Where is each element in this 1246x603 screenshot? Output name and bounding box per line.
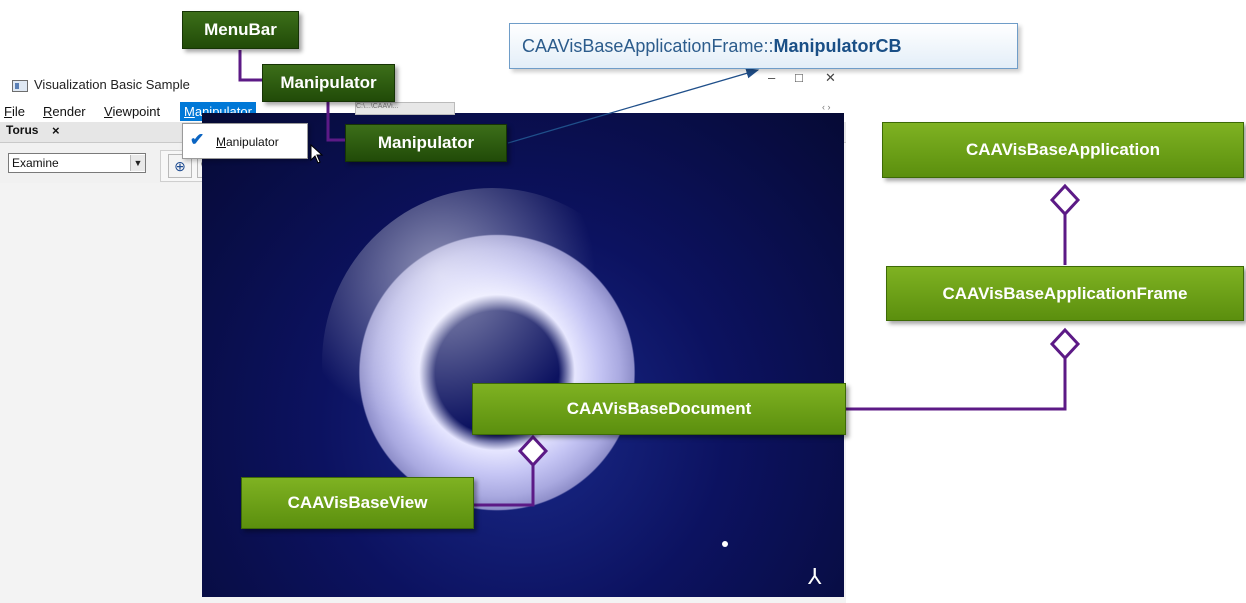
window-title: Visualization Basic Sample [34, 77, 190, 92]
chevron-down-icon[interactable]: ▼ [130, 155, 145, 171]
document-tab-torus[interactable]: Torus [6, 123, 39, 137]
checkmark-icon: ✔ [190, 130, 205, 149]
mouse-cursor-icon [310, 144, 324, 164]
menubar-label: MenuBar [182, 11, 299, 49]
tab-close-icon[interactable]: × [52, 123, 60, 138]
class-application-box: CAAVisBaseApplication [882, 122, 1244, 178]
class-view-box: CAAVisBaseView [241, 477, 474, 529]
menu-render[interactable]: Render [43, 104, 86, 119]
aggregation-diamond-app [1049, 183, 1081, 217]
menu-viewpoint[interactable]: Viewpoint [104, 104, 161, 119]
aggregation-diamond-frame [1049, 327, 1081, 361]
minimize-button[interactable]: – [768, 70, 776, 85]
callout-class-prefix: CAAVisBaseApplicationFrame:: [522, 35, 774, 56]
menu-file[interactable]: File [4, 104, 25, 119]
maximize-button[interactable]: □ [795, 70, 803, 85]
manipulator-menu-item[interactable]: Manipulator [216, 135, 279, 149]
callout-method: ManipulatorCB [773, 35, 902, 56]
connector-frame-document [846, 358, 1067, 411]
viewpoint-select-value: Examine [12, 156, 59, 170]
app-icon [12, 80, 28, 92]
axis-triad-icon: ⅄ [808, 564, 822, 589]
manipulator-menu-label: Manipulator [262, 64, 395, 102]
manipulator-dropdown [182, 123, 308, 159]
manipulator-item-label: Manipulator [345, 124, 507, 162]
viewpoint-select[interactable] [8, 153, 146, 173]
class-document-box: CAAVisBaseDocument [472, 383, 846, 435]
close-button[interactable]: ✕ [825, 70, 836, 85]
tab-scroll-arrows[interactable]: ‹ › [822, 102, 831, 112]
rotation-center-dot [722, 541, 728, 547]
class-application-frame-box: CAAVisBaseApplicationFrame [886, 266, 1244, 321]
callback-callout: CAAVisBaseApplicationFrame::ManipulatorC… [509, 23, 1018, 69]
inner-document-tab[interactable]: C:\...\CAAVi... [355, 102, 455, 115]
